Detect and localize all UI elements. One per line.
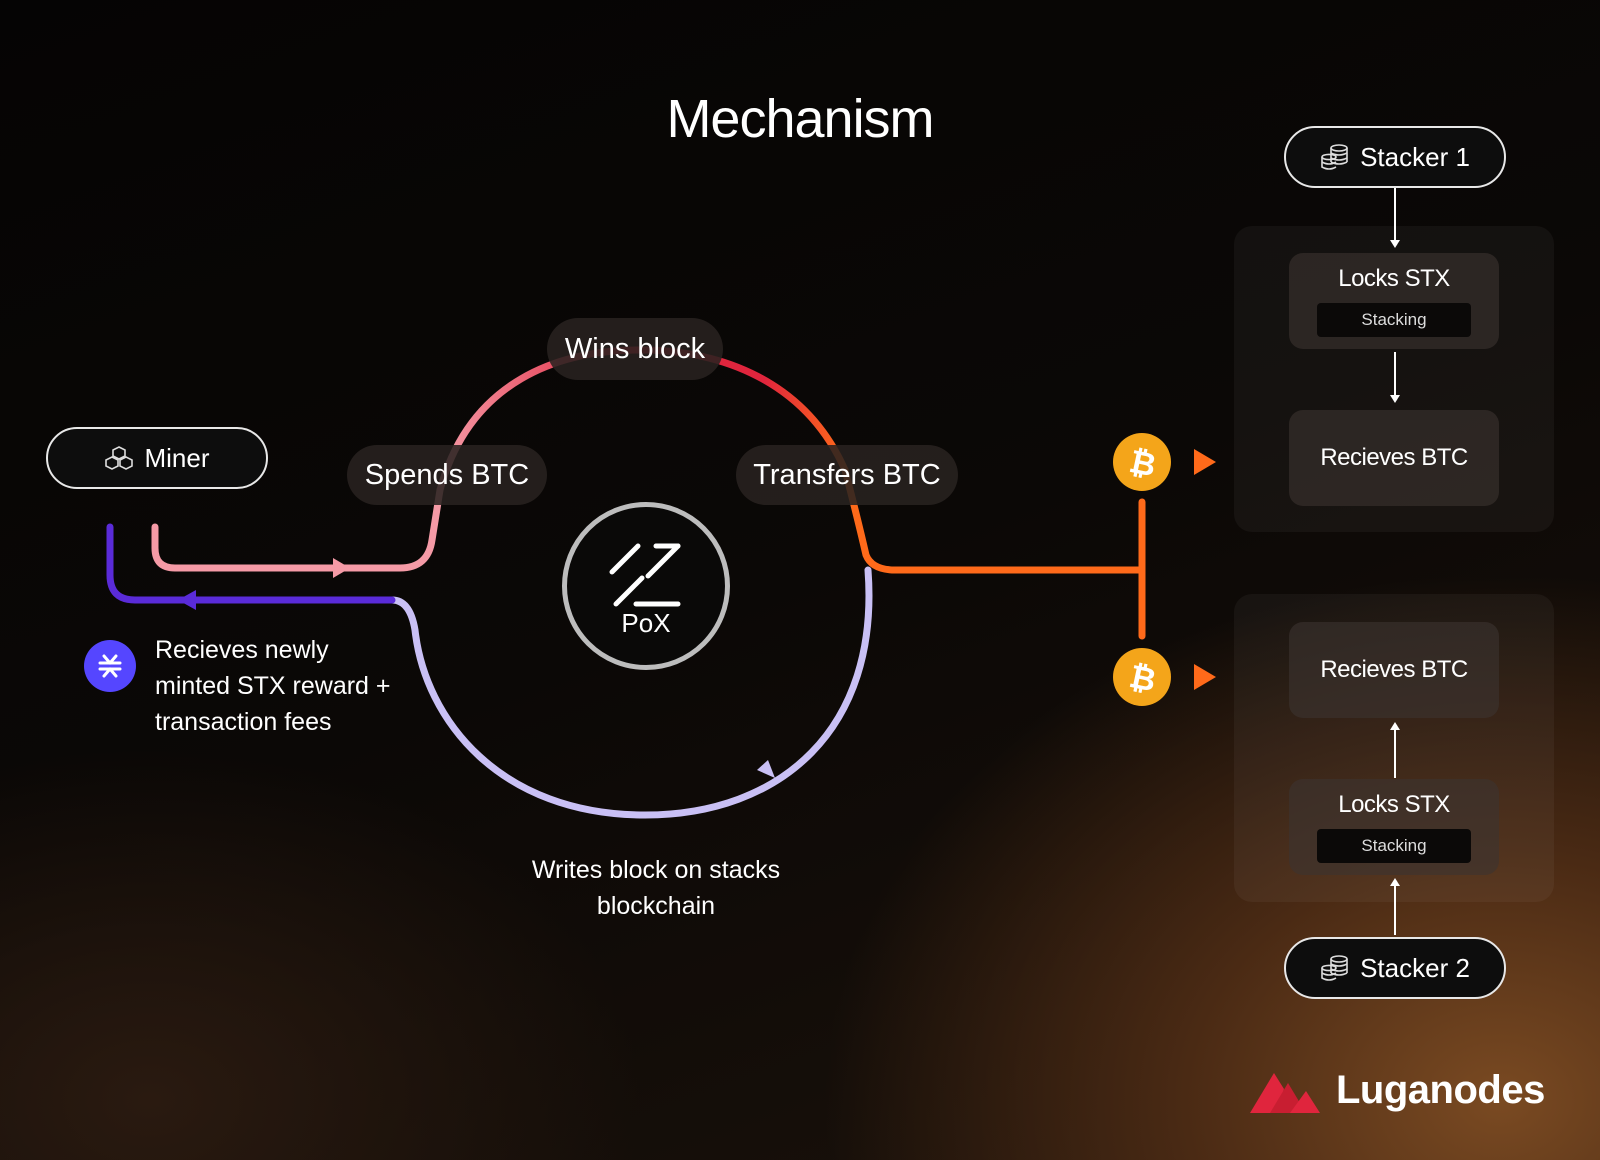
page-title: Mechanism — [666, 89, 934, 149]
stacker-1-pill: Stacker 1 — [1284, 126, 1506, 188]
pox-label: PoX — [621, 607, 671, 638]
stacker-1-receives-box: Recieves BTC — [1289, 410, 1499, 506]
btc-arrow-2 — [1194, 664, 1216, 690]
coins-icon — [1320, 143, 1350, 171]
transfers-btc-label: Transfers BTC — [753, 458, 941, 491]
spend-arrow — [333, 558, 350, 578]
coins-icon — [1320, 954, 1350, 982]
stacker-2-receives-label: Recieves BTC — [1320, 656, 1468, 683]
reward-path — [106, 523, 396, 604]
bitcoin-icon-2: ₿ — [1113, 648, 1171, 706]
stacker-1-locks-label: Locks STX — [1338, 265, 1450, 292]
spends-btc-pill: Spends BTC — [347, 445, 547, 505]
stacker-1-receives-label: Recieves BTC — [1320, 444, 1468, 471]
stacker-2-stacking-tag: Stacking — [1317, 829, 1471, 863]
miner-label: Miner — [144, 442, 210, 473]
writes-block-arc — [388, 566, 873, 819]
stx-icon — [84, 640, 136, 692]
stacker-1-stacking-tag: Stacking — [1317, 303, 1471, 337]
stacker-2-label: Stacker 2 — [1360, 952, 1470, 983]
pox-emblem: PoX — [562, 502, 730, 670]
spends-btc-label: Spends BTC — [364, 458, 530, 491]
stacker-2-pill: Stacker 2 — [1284, 937, 1506, 999]
stacker-1-label: Stacker 1 — [1360, 141, 1470, 172]
stacks-logo-icon — [606, 542, 686, 608]
stacker-2-locks-label: Locks STX — [1338, 791, 1450, 818]
stacker-2-receives-box: Recieves BTC — [1289, 622, 1499, 718]
miner-pill: Miner — [46, 427, 268, 489]
svg-text:₿: ₿ — [1126, 442, 1159, 483]
brand-logo: Luganodes — [1250, 1068, 1545, 1113]
brand-name: Luganodes — [1336, 1068, 1545, 1112]
stacker-2-locks-box: Locks STX Stacking — [1289, 779, 1499, 875]
writes-block-text: Writes block on stacks blockchain — [531, 856, 781, 920]
bitcoin-icon-1: ₿ — [1113, 433, 1171, 491]
spend-path — [151, 486, 444, 572]
transfers-btc-pill: Transfers BTC — [736, 445, 958, 505]
mountain-logo-icon — [1250, 1069, 1326, 1113]
svg-text:₿: ₿ — [1126, 657, 1159, 698]
stacker-1-locks-box: Locks STX Stacking — [1289, 253, 1499, 349]
reward-arrow — [178, 590, 196, 610]
wins-block-pill: Wins block — [547, 318, 723, 380]
btc-arrow-1 — [1194, 449, 1216, 475]
wins-block-label: Wins block — [564, 332, 706, 365]
cubes-icon — [104, 445, 134, 471]
writes-arrow — [757, 760, 775, 778]
reward-text: Recieves newly minted STX reward + trans… — [155, 636, 391, 736]
